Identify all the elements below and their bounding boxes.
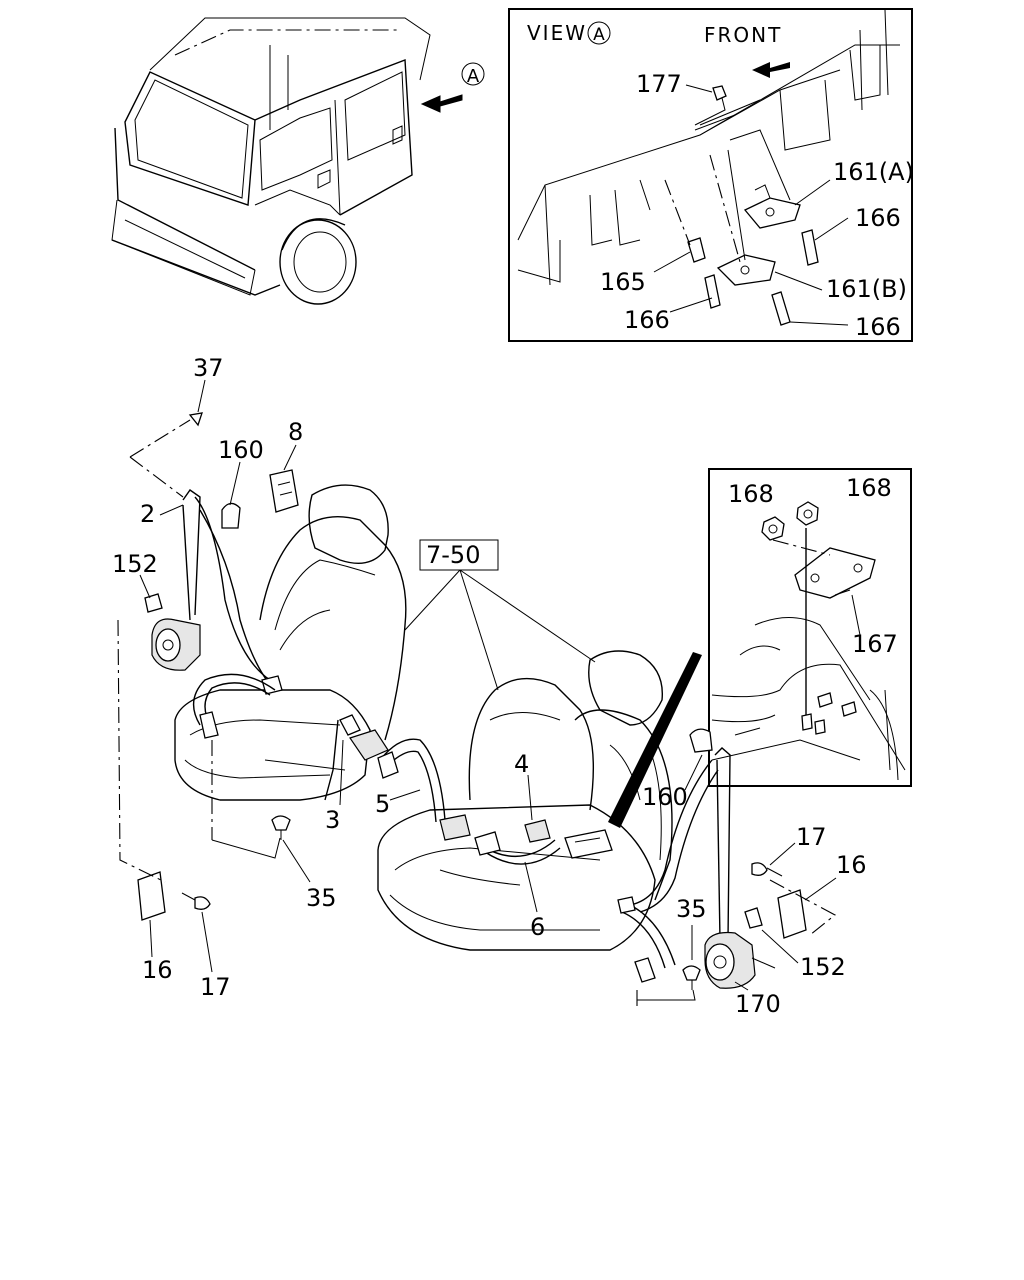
callout-8: 8	[288, 418, 303, 446]
callout-161a: 161(A)	[833, 158, 914, 186]
van-overview: A	[111, 17, 485, 305]
view-a-title: VIEW	[527, 21, 587, 45]
front-arrow-icon	[752, 62, 790, 78]
callout-152-right: 152	[800, 953, 846, 981]
callout-2: 2	[140, 500, 155, 528]
callout-165: 165	[600, 268, 646, 296]
front-label: FRONT	[704, 23, 782, 47]
anchor-detail-panel: 168 168 167	[708, 468, 912, 787]
callout-168-left: 168	[728, 480, 774, 508]
callout-168-right: 168	[846, 474, 892, 502]
callout-35-left: 35	[306, 884, 337, 912]
callout-17-left: 17	[200, 973, 231, 1001]
callout-170: 170	[735, 990, 781, 1018]
view-a-panel: VIEW A FRONT	[508, 8, 914, 342]
callout-3: 3	[325, 806, 340, 834]
callout-35-right: 35	[676, 895, 707, 923]
van-marker-a: A	[467, 66, 480, 87]
callout-4: 4	[514, 750, 529, 778]
callout-166-upper: 166	[855, 204, 901, 232]
seat-belt-assembly: 37 160 8 2 152 7-50 4 3 5 35 6 16 17 160…	[112, 354, 867, 1018]
callout-160-right: 160	[642, 783, 688, 811]
callout-160-left: 160	[218, 436, 264, 464]
callout-6: 6	[530, 913, 545, 941]
callout-152-left: 152	[112, 550, 158, 578]
callout-161b: 161(B)	[826, 275, 907, 303]
callout-16-right: 16	[836, 851, 867, 879]
callout-177: 177	[636, 70, 682, 98]
callout-37: 37	[193, 354, 224, 382]
callout-167: 167	[852, 630, 898, 658]
callout-5: 5	[375, 790, 390, 818]
callout-166-left: 166	[624, 306, 670, 334]
view-a-marker: A	[593, 25, 605, 45]
callout-16-left: 16	[142, 956, 173, 984]
callout-166-right: 166	[855, 313, 901, 341]
callout-17-right: 17	[796, 823, 827, 851]
callout-7-50: 7-50	[426, 541, 480, 569]
